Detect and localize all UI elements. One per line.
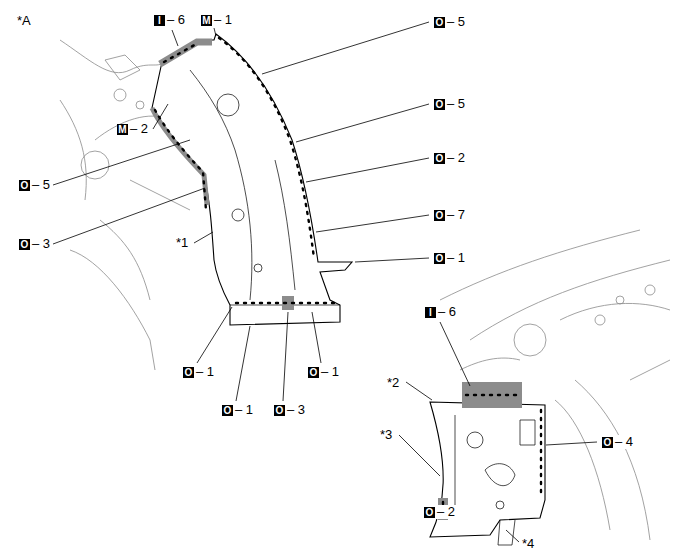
weld-type-badge: O xyxy=(19,180,30,191)
callout-number: – 1 xyxy=(446,251,466,265)
weld-type-badge: O xyxy=(274,405,285,416)
weld-type-badge: O xyxy=(183,367,194,378)
callout-number: – 1 xyxy=(320,365,340,379)
weld-type-badge: O xyxy=(602,437,613,448)
callout-number: – 3 xyxy=(286,403,306,417)
weld-type-badge: I xyxy=(154,15,165,26)
weld-type-badge: O xyxy=(308,367,319,378)
callout-number: – 6 xyxy=(437,305,457,319)
weld-type-badge: O xyxy=(434,253,445,264)
callout-number: – 5 xyxy=(446,97,466,111)
callout-number: – 2 xyxy=(446,151,466,165)
callout-number: – 1 xyxy=(213,13,233,27)
callout-number: – 2 xyxy=(129,122,149,136)
callout-label: *3 xyxy=(379,428,393,442)
callout-number: – 1 xyxy=(195,365,215,379)
weld-type-badge: M xyxy=(201,15,212,26)
callout-number: – 1 xyxy=(234,403,254,417)
callout-label: *4 xyxy=(521,537,535,551)
weld-type-badge: O xyxy=(19,239,30,250)
weld-type-badge: O xyxy=(434,17,445,28)
weld-type-badge: O xyxy=(434,153,445,164)
callout-number: – 4 xyxy=(614,435,634,449)
weld-type-badge: O xyxy=(434,210,445,221)
callout-label: *A xyxy=(16,14,32,28)
weld-type-badge: O xyxy=(424,507,435,518)
callout-number: – 6 xyxy=(166,13,186,27)
weld-type-badge: I xyxy=(425,307,436,318)
callout-number: – 5 xyxy=(446,15,466,29)
callout-number: – 7 xyxy=(446,208,466,222)
callout-label: *1 xyxy=(175,236,189,250)
callout-number: – 2 xyxy=(436,505,456,519)
callout-number: – 5 xyxy=(31,178,51,192)
weld-type-badge: O xyxy=(222,405,233,416)
callout-label: *2 xyxy=(386,376,400,390)
weld-type-badge: O xyxy=(434,99,445,110)
callout-number: – 3 xyxy=(31,237,51,251)
weld-type-badge: M xyxy=(117,124,128,135)
